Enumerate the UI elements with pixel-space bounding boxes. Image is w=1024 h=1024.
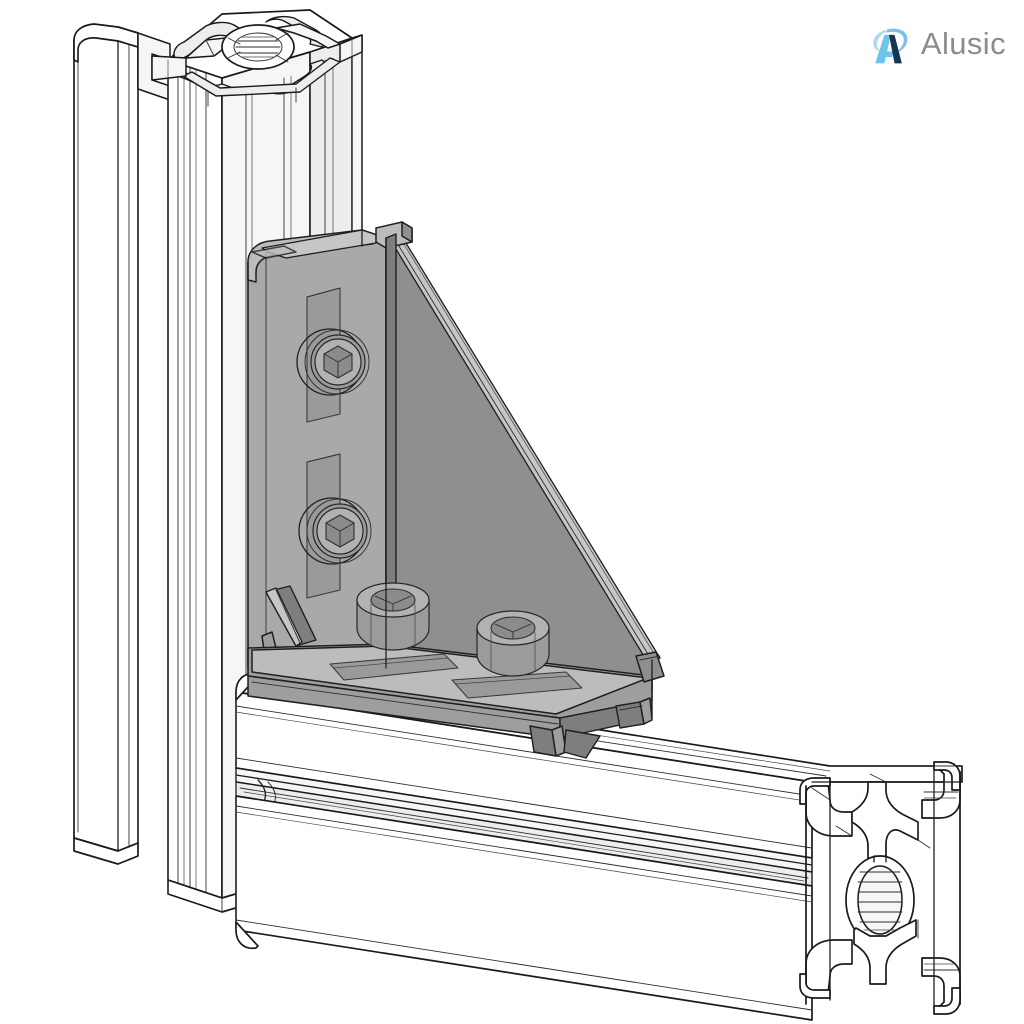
horizontal-extrusion-end-section [799,761,961,1015]
bracket-locating-tabs [529,697,653,759]
socket-cap-screw-base-outer [476,610,550,677]
alusic-a-monogram-icon [873,28,908,64]
bracket-stiffening-rib [261,585,317,651]
horizontal-extrusion [235,672,963,1021]
socket-cap-screw-upper [296,328,370,396]
socket-cap-screw-lower [298,497,372,565]
assembly-overlay-edges [235,237,653,931]
bracket-web-bottom-corner [635,651,665,683]
vertical-extrusion-center-bore [221,24,295,70]
vertical-extrusion-top-section [151,9,363,107]
socket-cap-screw-base-inner [356,582,430,651]
corner-gusset-bracket [247,221,665,759]
brand-name: Alusic [920,26,1006,61]
brand-logo: Alusic [866,22,1006,68]
vertical-extrusion-left-wing [73,23,171,865]
